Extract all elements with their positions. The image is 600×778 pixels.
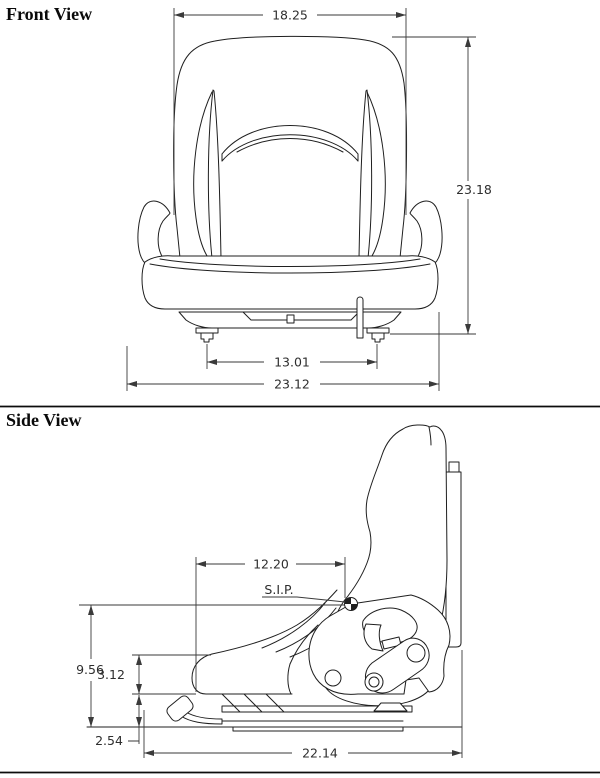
front-view-drawing (137, 35, 443, 343)
side-view-dimensions: 12.20 S.I.P. 9.56 3.12 2.54 22.14 (76, 557, 463, 761)
side-post-tab (448, 461, 460, 473)
front-mount-foot-left (195, 327, 219, 343)
front-view-title: Front View (6, 4, 93, 24)
sip-label: S.I.P. (264, 582, 293, 597)
sip-marker (344, 597, 358, 611)
side-back-post (445, 471, 462, 648)
dim-front-mount-spacing: 13.01 (274, 355, 310, 370)
dim-side-sip-height: 9.56 (76, 662, 104, 677)
side-backrest (335, 424, 448, 626)
side-link-arm (364, 637, 430, 694)
side-seat-cushion (191, 653, 293, 695)
dim-side-rail-height: 2.54 (95, 733, 123, 748)
front-mount-foot-right (366, 327, 390, 343)
front-lever-rod (356, 296, 364, 339)
dim-front-overall-width: 23.12 (274, 377, 310, 392)
front-backrest (173, 35, 408, 259)
dim-front-backrest-width: 18.25 (272, 8, 308, 23)
dim-side-overall-depth: 22.14 (302, 746, 338, 761)
dim-side-sip-setback: 12.20 (253, 557, 289, 572)
side-view-title: Side View (6, 410, 82, 430)
dim-side-cushion-front-height: 3.12 (97, 667, 125, 682)
side-view-drawing (86, 424, 463, 732)
side-tilt-lever (180, 711, 223, 725)
dim-front-overall-height: 23.18 (456, 182, 492, 197)
front-seat-cushion (141, 255, 439, 310)
side-seat-rails (86, 705, 463, 732)
front-view-dimensions: 18.25 23.18 13.01 23.12 (126, 8, 492, 392)
side-pivot-hole (324, 669, 342, 687)
